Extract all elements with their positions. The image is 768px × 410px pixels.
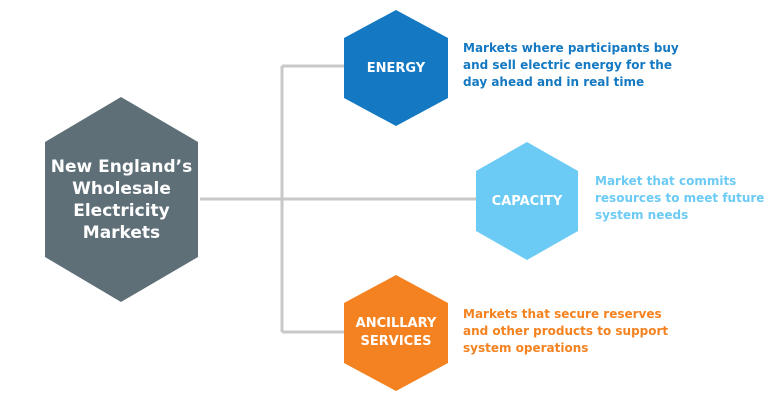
ancillary-label: ANCILLARY SERVICES	[344, 303, 448, 363]
center-label-line: Markets	[82, 222, 161, 243]
ancillary-hexagon	[344, 275, 448, 391]
ancillary-description: Markets that secure reserves and other p…	[463, 306, 668, 357]
connector-lines	[200, 64, 476, 334]
capacity-label: CAPACITY	[476, 171, 578, 231]
ancillary-label-lines: ANCILLARY SERVICES	[356, 315, 437, 351]
ancillary-description-line: system operations	[463, 341, 589, 355]
energy-label: ENERGY	[344, 38, 448, 98]
energy-description-line: day ahead and in real time	[463, 75, 645, 89]
center-hexagon	[45, 97, 198, 302]
center-label-lines: New England’s Wholesale Electricity Mark…	[51, 156, 192, 244]
energy-hexagon	[344, 10, 448, 126]
center-label-line: Electricity	[73, 200, 170, 221]
capacity-description-line: resources to meet future	[595, 191, 765, 205]
ancillary-description-line: and other products to support	[463, 324, 669, 338]
capacity-description-line: Market that commits	[595, 174, 737, 188]
energy-description: Markets where participants buy and sell …	[463, 40, 679, 91]
center-label: New England’s Wholesale Electricity Mark…	[45, 142, 198, 257]
energy-label-text: ENERGY	[366, 60, 426, 76]
capacity-description: Market that commits resources to meet fu…	[595, 173, 764, 224]
ancillary-label-line: ANCILLARY	[355, 316, 437, 331]
capacity-label-text: CAPACITY	[491, 193, 563, 209]
ancillary-label-line: SERVICES	[360, 334, 432, 349]
energy-description-line: Markets where participants buy	[463, 41, 679, 55]
center-label-line: New England’s	[50, 156, 193, 177]
energy-description-line: and sell electric energy for the	[463, 58, 672, 72]
capacity-hexagon	[476, 142, 578, 260]
capacity-description-line: system needs	[595, 208, 689, 222]
ancillary-description-line: Markets that secure reserves	[463, 307, 662, 321]
center-label-line: Wholesale	[72, 178, 171, 199]
